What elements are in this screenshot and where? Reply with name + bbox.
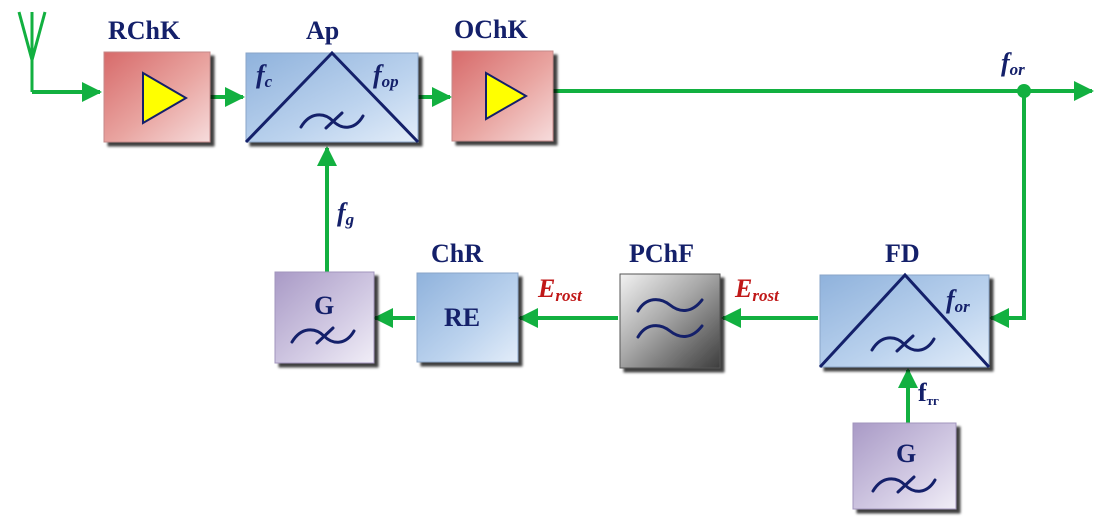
f-tr-main: f [918,378,927,407]
f-g-main: f [337,198,346,227]
f-g-sub: g [345,210,355,230]
fd-block [818,272,991,369]
rchk-block [103,51,211,143]
tilde-wave-icon [871,475,937,494]
connections [32,81,1094,423]
f-or-label: for [1001,48,1025,80]
g-bottom-label: G [896,439,917,468]
fd-title: FD [885,239,920,268]
tilde-wave-icon [290,326,356,345]
tilde-wave-icon [870,334,936,353]
ochk-title: OChK [454,15,528,44]
ap-output-main: f [373,60,382,89]
chr-block [416,272,519,363]
fd-signal-main: f [946,285,955,314]
ap-title: Ap [306,16,340,45]
ap-input-main: f [256,60,265,89]
f-tr-sub: тг [926,393,939,409]
g-bottom-block [852,422,957,510]
fd-signal-sub: or [954,297,970,317]
ap-input-label: fc [256,60,273,92]
e-rost-left-main: E [538,274,556,303]
junction-dot [1017,84,1031,98]
mixer-diagonal-icon [818,272,991,369]
mixer-diagonal-icon [244,50,420,144]
tilde-wave-icon [299,111,365,130]
f-tr-label: fтг [918,378,939,409]
e-rost-right-main: E [735,274,753,303]
ap-input-sub: c [264,72,273,92]
f-or-sub: or [1009,60,1025,80]
pchf-title: PChF [629,239,694,268]
chr-inner-label: RE [444,303,481,332]
f-or-main: f [1001,48,1010,77]
rchk-title: RChK [108,16,181,45]
pchf-block [619,273,721,369]
fd-signal-label: for [946,285,970,317]
e-rost-right-sub: rost [752,286,779,306]
e-rost-label-left: Erost [538,274,582,306]
tilde-wave-icon [636,324,704,339]
antenna-icon [17,11,47,92]
g-left-label: G [314,291,335,320]
ap-output-label: fop [373,60,399,92]
ochk-block [451,50,554,142]
amplifier-triangle-icon [142,71,188,125]
e-rost-left-sub: rost [555,286,582,306]
ap-block [244,50,420,144]
feedback-down-line [989,91,1026,328]
g-left-block [274,271,375,364]
ap-output-sub: op [381,72,399,92]
tilde-wave-icon [636,298,704,313]
chr-title: ChR [431,239,484,268]
f-g-label: fg [337,198,355,230]
e-rost-label-right: Erost [735,274,779,306]
amplifier-triangle-icon [485,71,529,121]
